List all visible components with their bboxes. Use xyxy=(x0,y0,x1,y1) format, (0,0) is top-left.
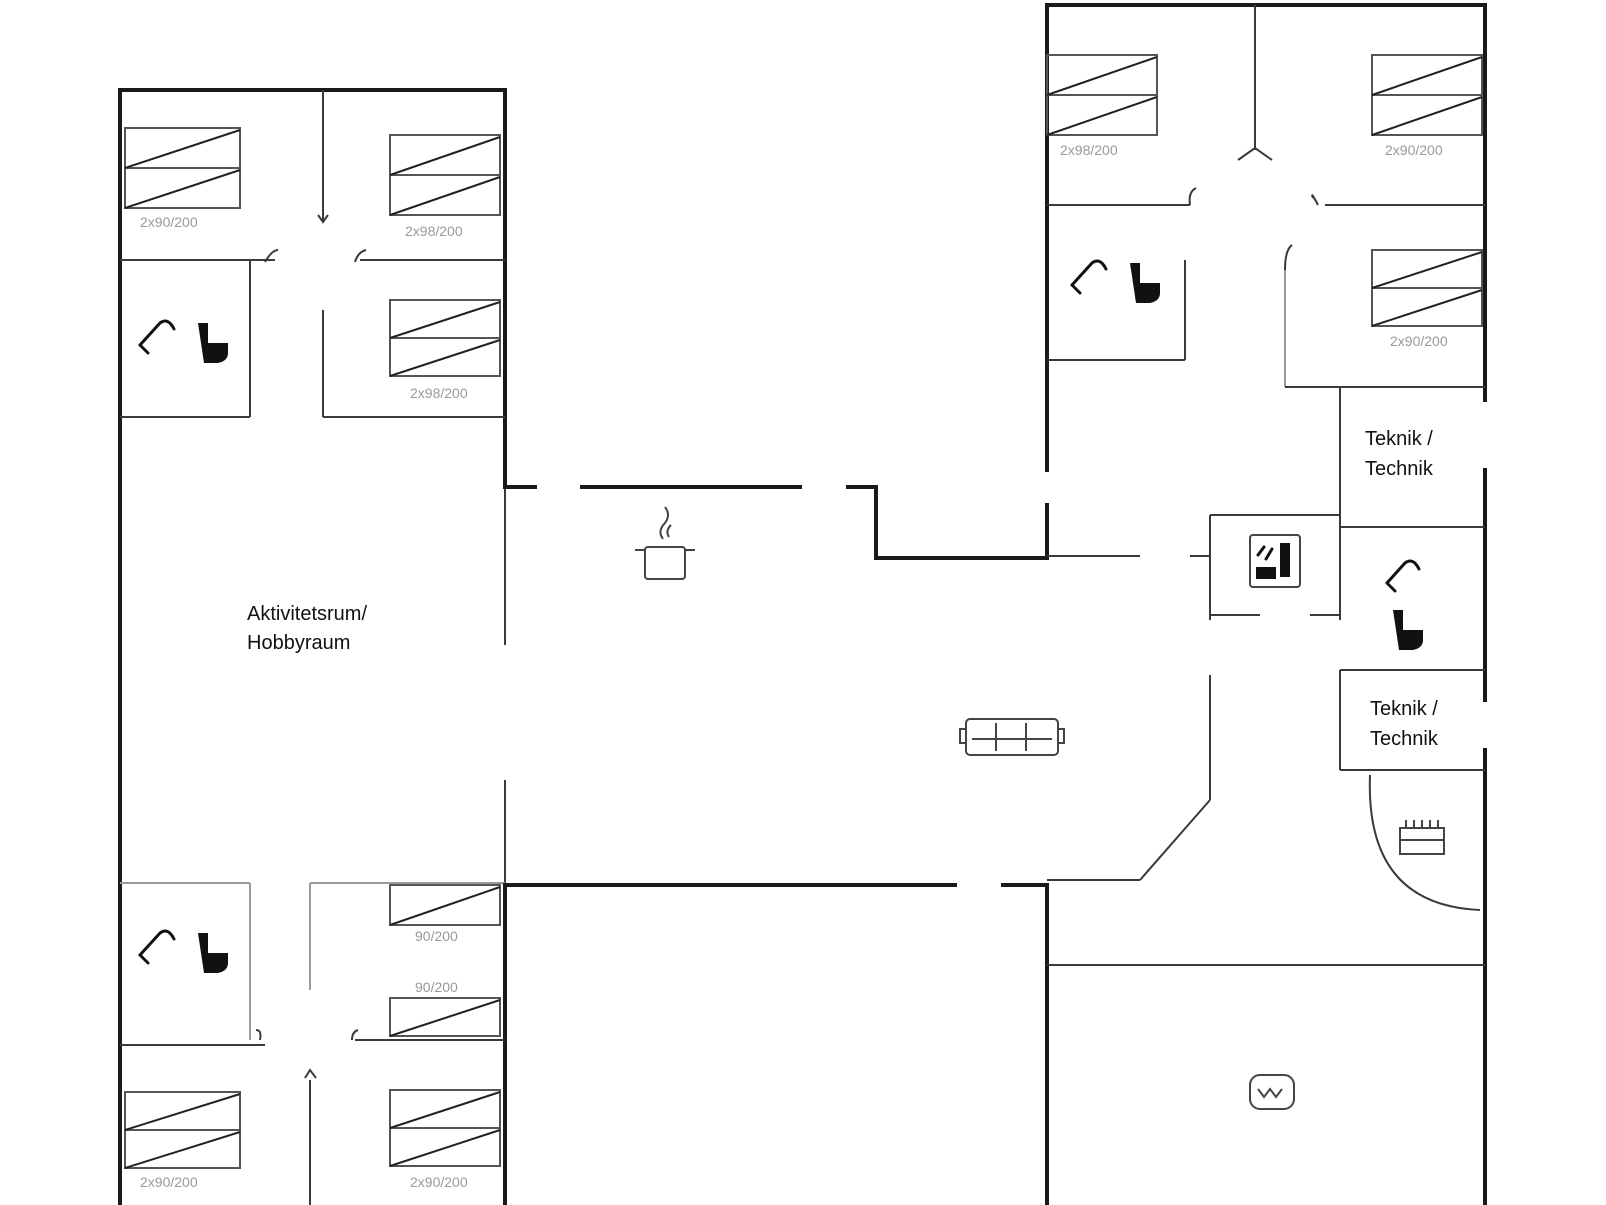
sauna-icon xyxy=(1399,820,1445,855)
door-marks xyxy=(255,146,1319,1079)
bed-label: 2x90/200 xyxy=(1385,142,1443,158)
bed-label: 2x90/200 xyxy=(140,214,198,230)
right-wing-walls xyxy=(1045,3,1487,1205)
bed-right-top-right xyxy=(1371,54,1483,136)
bed-left-top-right xyxy=(389,134,501,216)
bed-label: 2x90/200 xyxy=(410,1174,468,1190)
bed-left-top-left xyxy=(124,127,241,209)
shower-toilet-icon xyxy=(138,319,228,363)
bed-label: 90/200 xyxy=(415,979,458,995)
left-wing-walls xyxy=(118,88,507,1205)
bed-left-bottom-left xyxy=(124,1091,241,1169)
technik-room-label-line2: Technik xyxy=(1365,458,1434,480)
bed-left-bottom-right xyxy=(389,1089,501,1167)
shower-toilet-icon xyxy=(138,929,228,973)
technik-room-label-line2: Technik xyxy=(1370,728,1439,750)
whirlpool-icon xyxy=(1249,534,1301,588)
bed-label: 2x90/200 xyxy=(1390,333,1448,349)
activity-room-label-line1: Aktivitetsrum/ xyxy=(247,603,367,625)
bed-label: 2x98/200 xyxy=(1060,142,1118,158)
bed-left-bottom-middle xyxy=(389,997,501,1037)
sofa-icon xyxy=(959,718,1065,756)
bed-left-mid-right xyxy=(389,299,501,377)
bed-label: 90/200 xyxy=(415,928,458,944)
shower-toilet-icon xyxy=(1385,559,1423,650)
hot-tub-icon xyxy=(1249,1074,1295,1110)
technik-room-label-line1: Teknik / xyxy=(1370,698,1438,720)
bed-right-top-left xyxy=(1046,54,1158,136)
center-walls xyxy=(503,485,1049,1205)
bed-label: 2x98/200 xyxy=(405,223,463,239)
shower-toilet-icon xyxy=(1070,259,1160,303)
bed-left-bottom-upper xyxy=(389,884,501,926)
technik-room-label-line1: Teknik / xyxy=(1365,428,1433,450)
bed-label: 2x90/200 xyxy=(140,1174,198,1190)
activity-room-label-line2: Hobbyraum xyxy=(247,632,350,654)
bed-label: 2x98/200 xyxy=(410,385,468,401)
cooking-pot-icon xyxy=(635,506,695,580)
bed-right-mid xyxy=(1371,249,1483,327)
